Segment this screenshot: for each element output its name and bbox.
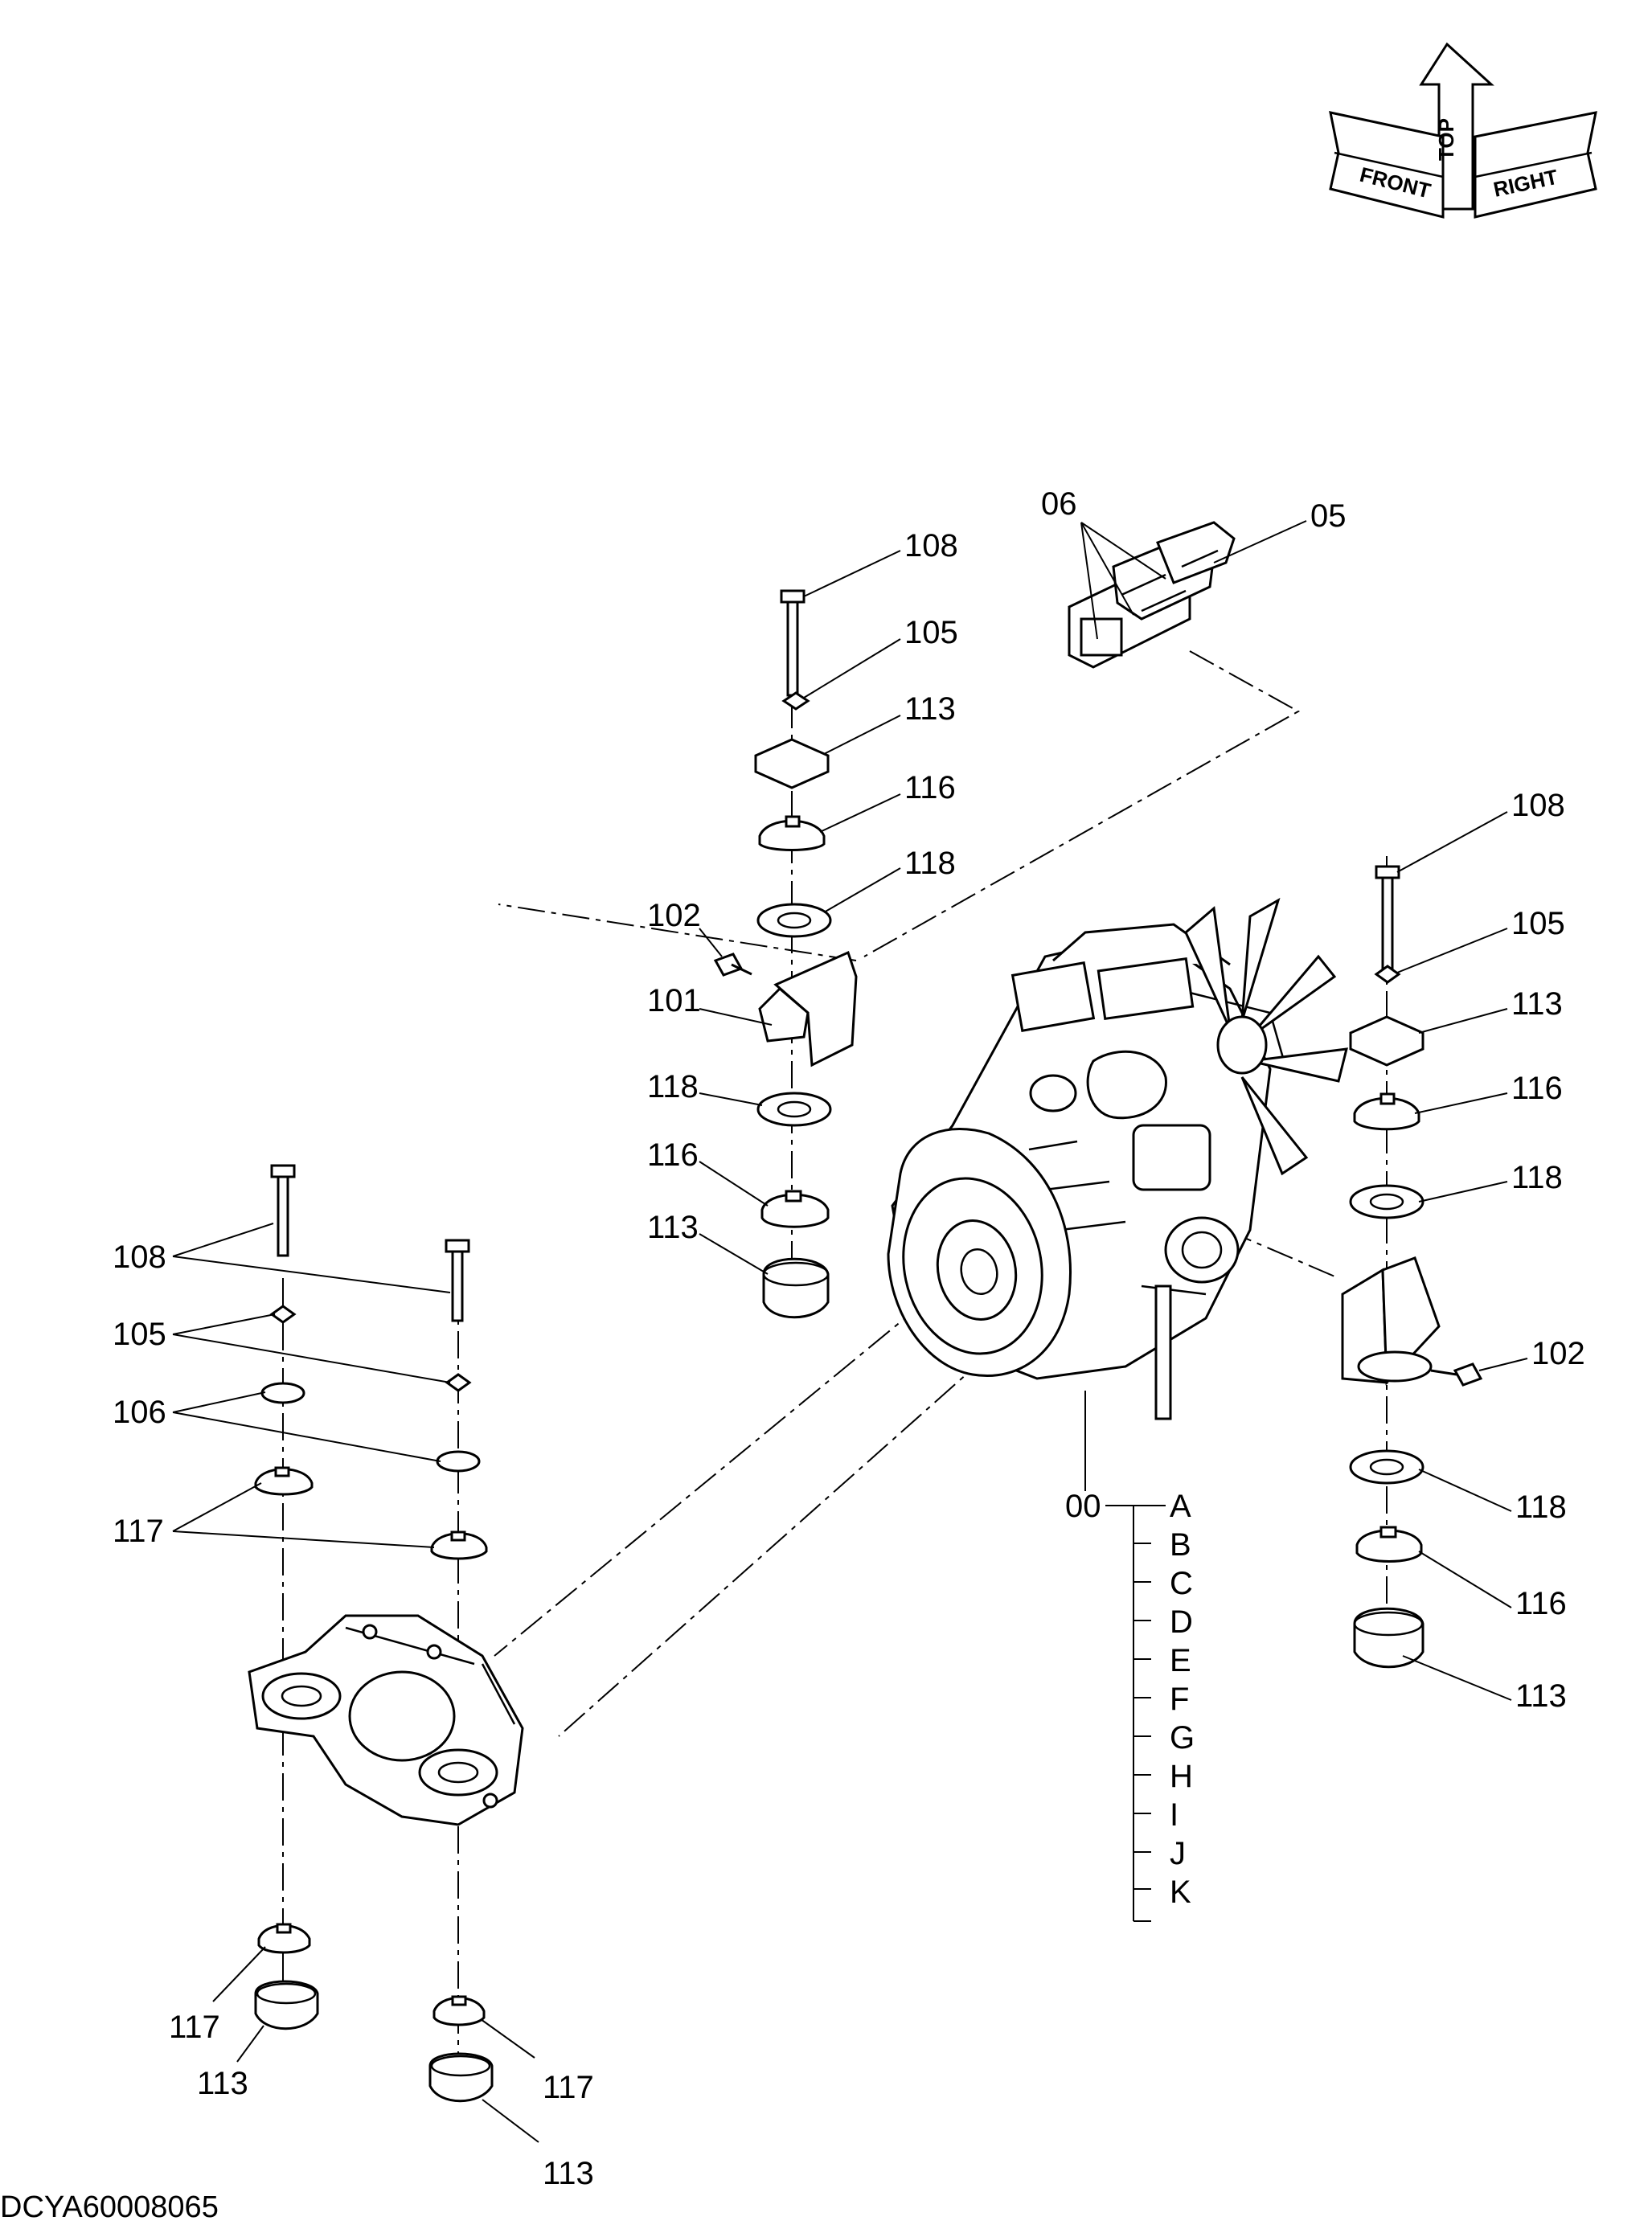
drawing-code: DCYA60008065	[0, 2190, 219, 2224]
callout-113-right-top: 113	[1511, 986, 1563, 1022]
callout-117-left: 117	[113, 1514, 164, 1549]
variant-label: H	[1170, 1759, 1193, 1794]
callout-102-middle: 102	[647, 898, 701, 933]
callout-116-middle-top: 116	[904, 770, 956, 805]
variant-label: G	[1170, 1720, 1195, 1756]
callout-113-right-bottom: 113	[1515, 1678, 1567, 1714]
callout-108-middle: 108	[904, 528, 958, 563]
variant-label: E	[1170, 1643, 1191, 1678]
middle-mount-stack	[713, 589, 832, 1319]
left-mount-stacks	[248, 1164, 524, 2103]
callout-117-left-lower: 117	[169, 2010, 220, 2045]
callout-101: 101	[647, 983, 701, 1018]
variant-label: F	[1170, 1682, 1189, 1717]
callout-05: 05	[1310, 498, 1347, 534]
variant-label: A	[1170, 1489, 1191, 1524]
callout-117-right-lower: 117	[543, 2070, 594, 2105]
variant-label: I	[1170, 1797, 1179, 1833]
center-lines	[282, 611, 1388, 2054]
callout-118-middle-top: 118	[904, 846, 956, 881]
variant-label: C	[1170, 1566, 1193, 1601]
callout-116-middle-bottom: 116	[647, 1137, 699, 1173]
callout-118-right-top: 118	[1511, 1160, 1563, 1195]
callout-102-right: 102	[1531, 1336, 1585, 1371]
callout-106-left: 106	[113, 1395, 166, 1430]
callout-108-right: 108	[1511, 788, 1565, 823]
callout-105-right: 105	[1511, 906, 1565, 941]
callout-113-middle-bottom: 113	[647, 1210, 699, 1245]
variant-label: B	[1170, 1527, 1191, 1563]
orientation-symbol: FRONT TOP RIGHT	[1329, 42, 1597, 219]
callout-00: 00	[1065, 1489, 1101, 1524]
callout-113-middle-top: 113	[904, 691, 956, 727]
variant-list: A B C D E F G H I J K	[1170, 1489, 1195, 1910]
right-mount-stack	[1341, 865, 1483, 1669]
callout-118-middle-bottom: 118	[647, 1069, 699, 1104]
callout-06: 06	[1041, 486, 1077, 522]
callout-116-right-top: 116	[1511, 1071, 1563, 1106]
callout-105-left: 105	[113, 1317, 166, 1352]
callout-105-middle: 105	[904, 615, 958, 650]
callout-118-right-bottom: 118	[1515, 1489, 1567, 1525]
callout-108-left: 108	[113, 1239, 166, 1275]
callout-113-left-lower: 113	[197, 2066, 248, 2101]
variant-label: D	[1170, 1604, 1193, 1640]
callout-116-right-bottom: 116	[1515, 1586, 1567, 1621]
variant-label: K	[1170, 1875, 1191, 1910]
fuel-filter-assembly	[1068, 521, 1236, 669]
callout-113-right-lower: 113	[543, 2156, 594, 2191]
leader-lines	[172, 520, 1528, 2143]
orientation-top-label: TOP	[1434, 118, 1458, 161]
variant-label: J	[1170, 1836, 1186, 1871]
callout-labels: 06 05 108 105 113 116 118 102 101 118 11…	[113, 486, 1585, 2191]
engine-assembly	[758, 897, 1348, 1420]
